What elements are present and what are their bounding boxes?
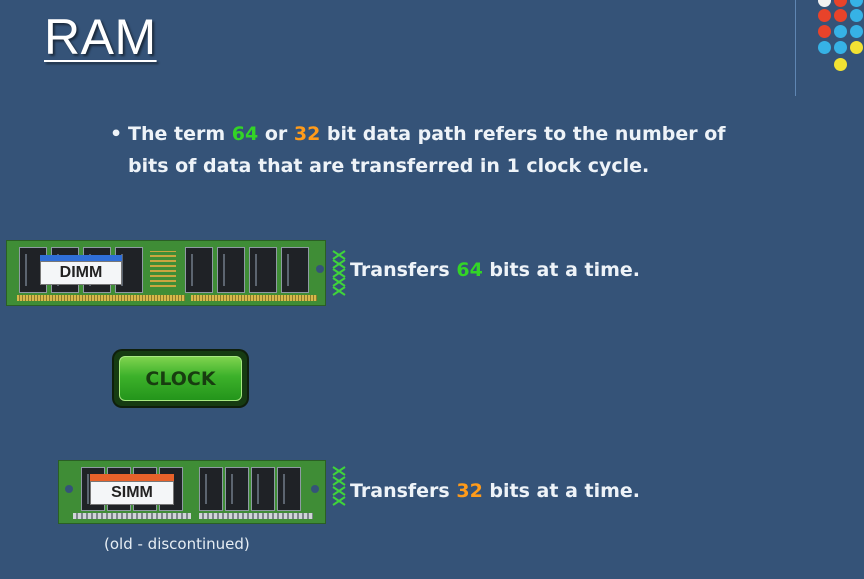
- simm-label-bar: [90, 474, 174, 481]
- simm-transfer-text: Transfers 32 bits at a time.: [350, 480, 640, 502]
- simm-label: SIMM: [90, 481, 174, 505]
- bullet-line-1: The term 64 or 32 bit data path refers t…: [128, 123, 726, 145]
- simm-module: SIMM: [58, 460, 328, 524]
- dimm-label: DIMM: [40, 261, 122, 285]
- highlight-64: 64: [231, 123, 259, 145]
- clock-label: CLOCK: [119, 356, 242, 401]
- clock-button[interactable]: CLOCK: [114, 351, 247, 406]
- highlight-32: 32: [293, 123, 321, 145]
- dimm-label-bar: [40, 255, 122, 261]
- dimm-transfer-text: Transfers 64 bits at a time.: [350, 259, 640, 281]
- bullet-text: • The term 64 or 32 bit data path refers…: [110, 118, 760, 182]
- simm-contact-icon: [332, 466, 346, 506]
- decorative-divider: [795, 0, 796, 96]
- bullet-line-2: bits of data that are transferred in 1 c…: [128, 155, 650, 177]
- bullet-marker: •: [110, 123, 123, 145]
- dimm-module: DIMM: [6, 240, 326, 306]
- dimm-contact-icon: [332, 250, 346, 296]
- simm-note: (old - discontinued): [104, 535, 250, 553]
- slide-title: RAM: [44, 9, 157, 65]
- decorative-dots: [810, 0, 864, 75]
